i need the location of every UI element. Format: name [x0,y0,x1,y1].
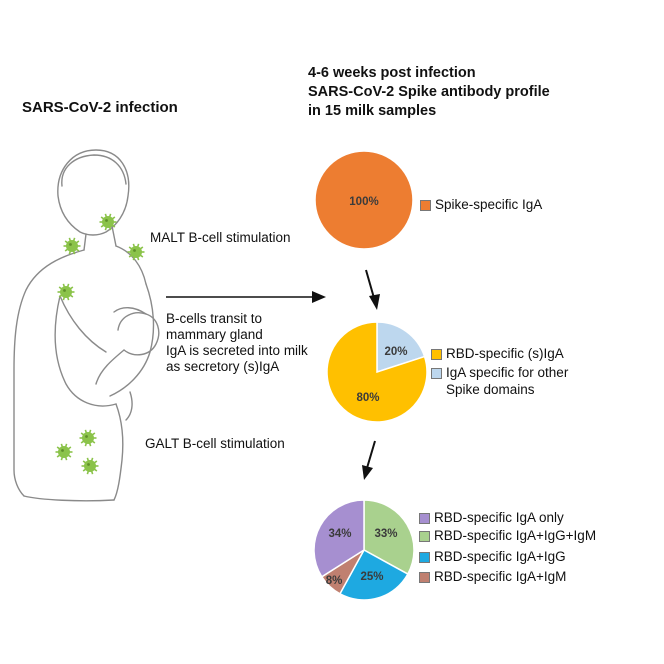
legend-label: Spike-specific IgA [435,197,543,212]
legend-pie3-iga-igg: RBD-specific IgA+IgG [419,548,566,565]
pie3-slice-iga-igg-pct-label: 25% [360,571,383,583]
galt-label: GALT B-cell stimulation [145,436,285,451]
legend-label: RBD-specific IgA+IgG [434,549,566,564]
legend-swatch [419,552,430,563]
arrow-pie1-to-pie2 [365,269,380,310]
legend-label-line-2: Spike domains [446,382,535,397]
malt-label: MALT B-cell stimulation [150,230,291,245]
pie1-slice-spike-iga [314,150,414,250]
pie3-slice-iga-igg-igm [363,499,415,576]
transit-label-line-2: mammary gland [166,327,263,342]
pie-chart-2: 80% 20% [326,321,428,423]
legend-swatch [431,349,442,360]
virus-icon [99,213,117,231]
legend-swatch [420,200,431,211]
legend-label: RBD-specific (s)IgA [446,346,564,361]
legend-label-line-1: IgA specific for other [446,365,569,380]
legend-label: RBD-specific IgA+IgM [434,569,567,584]
legend-swatch [419,572,430,583]
legend-pie1-spike-iga: Spike-specific IgA [420,196,542,213]
pie2-slice-rbd-siga [326,321,428,423]
legend-label: RBD-specific IgA only [434,510,564,525]
virus-icon [81,457,99,475]
legend-swatch [431,368,442,379]
legend-pie3-iga-only: RBD-specific IgA only [419,509,564,526]
pie-chart-1: 100% [314,150,414,250]
virus-particles [55,213,145,475]
legend-swatch [419,513,430,524]
pie3-slice-iga-only-pct-label: 34% [328,528,351,540]
legend-pie3-iga-igg-igm: RBD-specific IgA+IgG+IgM [419,527,596,544]
legend-swatch [419,531,430,542]
pie3-slice-iga-igm-pct-label: 8% [326,575,343,587]
legend-pie3-iga-igm: RBD-specific IgA+IgM [419,568,566,585]
virus-icon [57,283,75,301]
pie2-slice-other-domains-pct-label: 20% [384,346,407,358]
right-title-line-3: in 15 milk samples [308,103,437,119]
pie3-slice-iga-only [313,499,365,578]
right-title-line-1: 4-6 weeks post infection [308,65,476,81]
virus-icon [55,443,73,461]
virus-icon [127,243,145,261]
arrow-pie2-to-pie3 [362,440,376,480]
transit-label-line-4: as secretory (s)IgA [166,359,280,374]
left-title: SARS-CoV-2 infection [22,99,178,116]
legend-pie2-other-domains: IgA specific for other Spike domains [431,364,568,398]
legend-label: IgA specific for other Spike domains [446,364,568,398]
virus-icon [79,429,97,447]
pie-chart-3: 34% 33% 25% 8% [313,499,415,601]
transit-arrow [166,291,326,303]
pie3-slice-iga-igg [338,548,409,601]
pie1-slice-spike-iga-pct-label: 100% [349,196,378,208]
right-title-line-2: SARS-CoV-2 Spike antibody profile [308,84,550,100]
pie2-slice-other-domains [376,321,426,374]
pie2-slice-rbd-siga-pct-label: 80% [356,392,379,404]
mother-baby-illustration [13,149,160,502]
pie3-slice-iga-igg-igm-pct-label: 33% [374,528,397,540]
virus-icon [63,237,81,255]
transit-label-line-3: IgA is secreted into milk [166,343,308,358]
transit-label-line-1: B-cells transit to [166,311,263,326]
legend-pie2-rbd-siga: RBD-specific (s)IgA [431,345,564,362]
legend-label: RBD-specific IgA+IgG+IgM [434,528,597,543]
